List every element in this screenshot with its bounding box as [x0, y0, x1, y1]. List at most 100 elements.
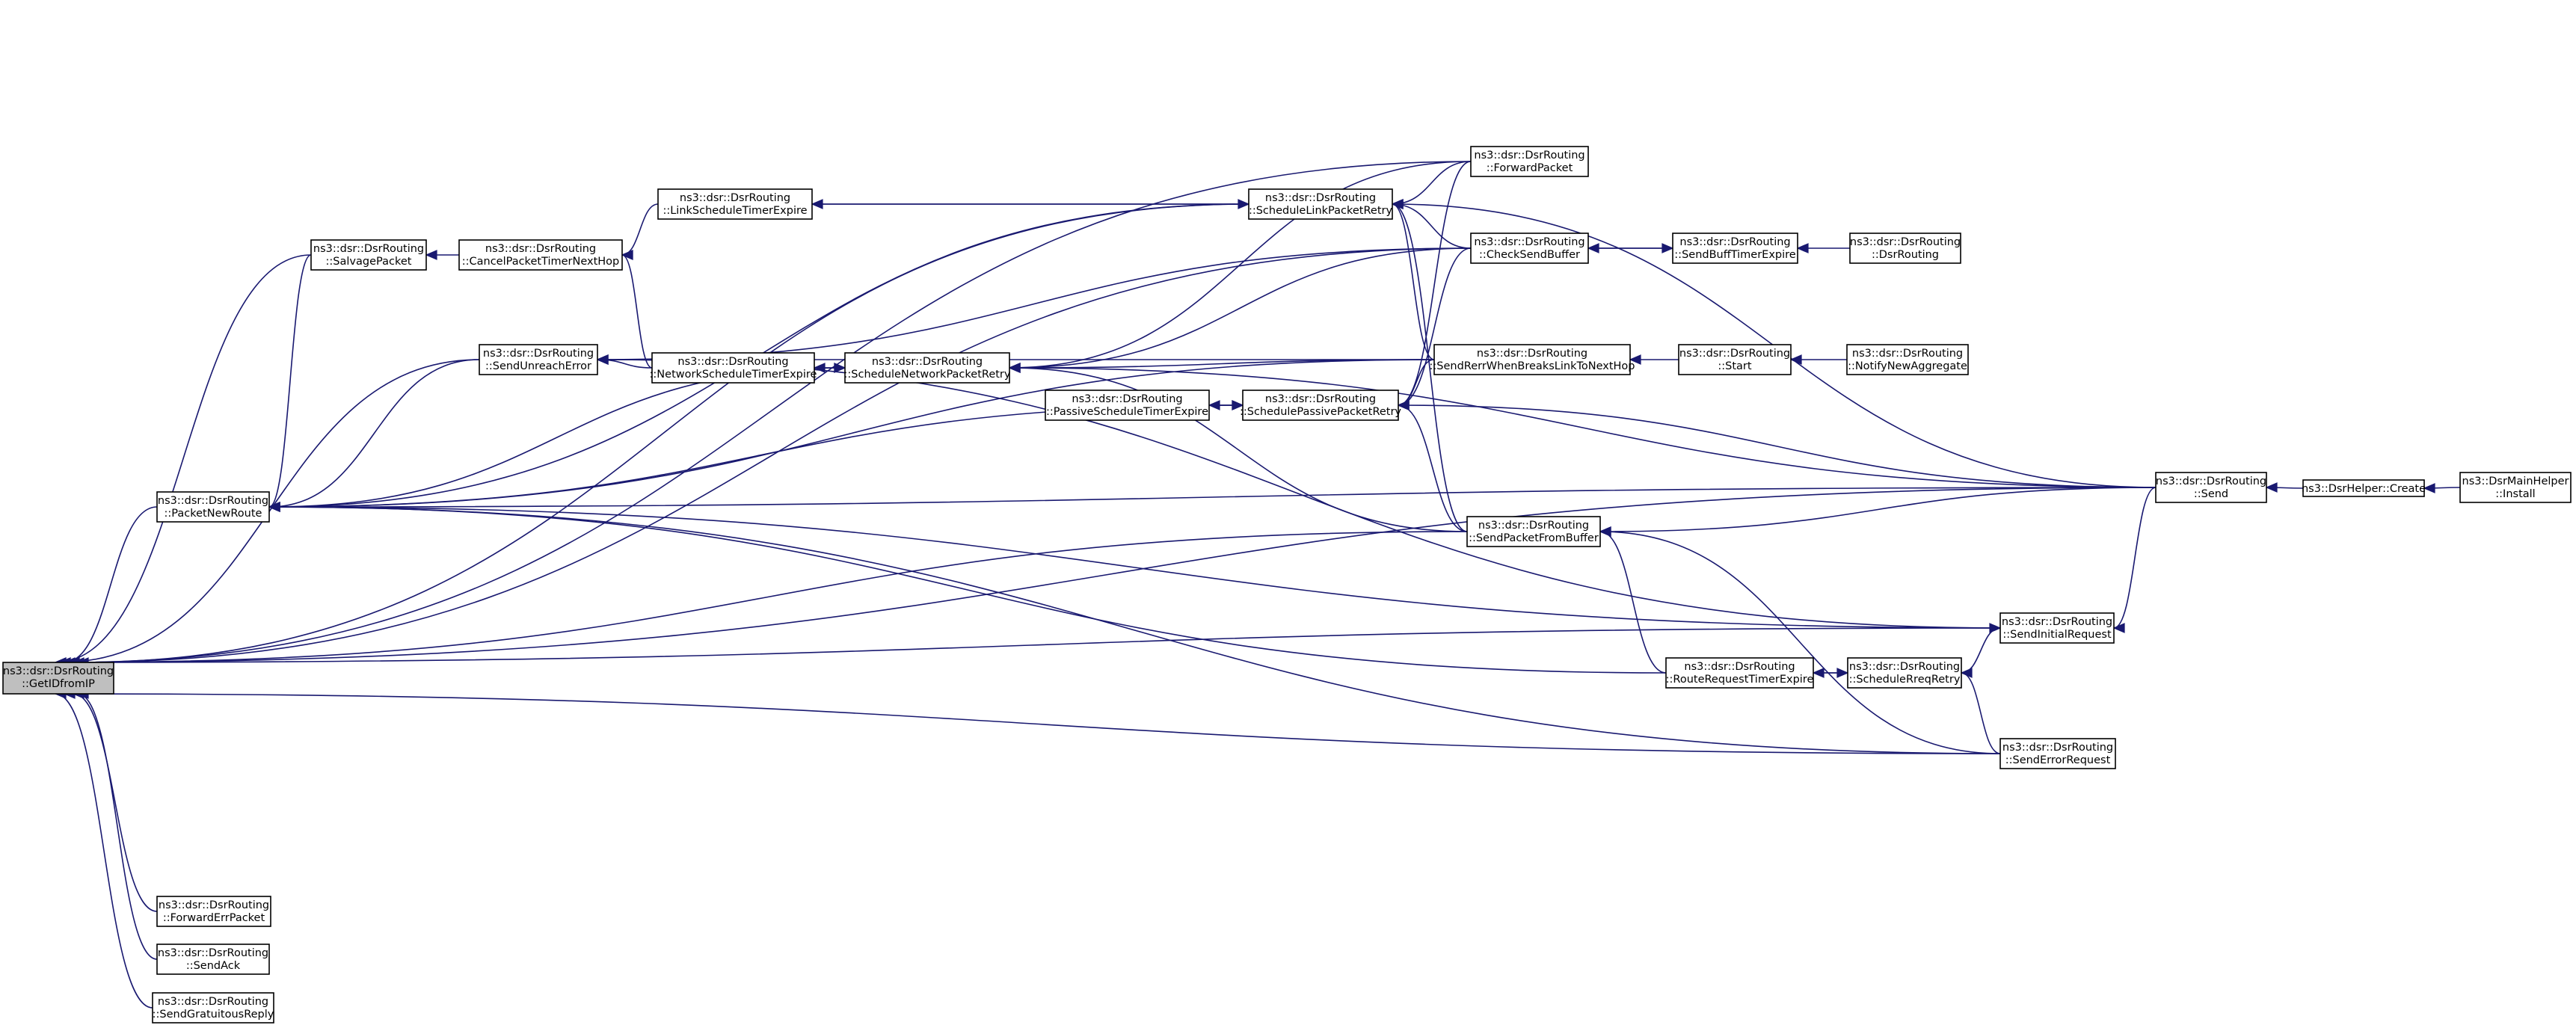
- edge-send-rerr-when-breaks-link-to-next-hop-to-packet-new-route: [268, 359, 1435, 508]
- node-send-buff-timer-expire[interactable]: ns3::dsr::DsrRouting::SendBuffTimerExpir…: [1672, 233, 1798, 264]
- edge-send-packet-from-buffer-to-schedule-passive-packet-retry: [1398, 404, 1468, 532]
- arrowhead: [1397, 400, 1410, 410]
- node-send-gratuitous-reply[interactable]: ns3::dsr::DsrRouting::SendGratuitousRepl…: [152, 992, 274, 1024]
- node-label-2: ::SendInitialRequest: [2002, 629, 2112, 641]
- edge-send-to-packet-new-route: [268, 487, 2157, 508]
- node-label-2: ::SchedulePassivePacketRetry: [1240, 406, 1401, 418]
- node-box: [1672, 233, 1798, 264]
- edge-send-initial-request-to-packet-new-route: [268, 506, 2001, 629]
- node-route-request-timer-expire[interactable]: ns3::dsr::DsrRouting::RouteRequestTimerE…: [1665, 657, 1814, 689]
- node-notify-new-aggregate[interactable]: ns3::dsr::DsrRouting::NotifyNewAggregate: [1846, 344, 1969, 375]
- node-send-initial-request[interactable]: ns3::dsr::DsrRouting::SendInitialRequest: [1999, 612, 2115, 644]
- node-label-2: ::SalvagePacket: [326, 256, 412, 268]
- node-label-2: ::SendBuffTimerExpire: [1674, 249, 1795, 261]
- node-packet-new-route[interactable]: ns3::dsr::DsrRouting::PacketNewRoute: [156, 491, 270, 523]
- node-box: [2459, 472, 2572, 503]
- node-send[interactable]: ns3::dsr::DsrRouting::Send: [2155, 472, 2267, 503]
- node-passive-schedule-timer-expire[interactable]: ns3::dsr::DsrRouting::PassiveScheduleTim…: [1045, 390, 1210, 421]
- node-schedule-link-packet-retry[interactable]: ns3::dsr::DsrRouting::ScheduleLinkPacket…: [1248, 188, 1393, 220]
- node-box: [1470, 233, 1589, 264]
- edge-send-error-request-to-packet-new-route: [268, 506, 2001, 754]
- node-label-2: ::Install: [2495, 488, 2535, 500]
- node-forward-packet[interactable]: ns3::dsr::DsrRouting::ForwardPacket: [1470, 146, 1589, 177]
- edge-send-gratuitous-reply-to-get-i-dfrom-ip: [55, 693, 153, 1009]
- node-schedule-network-packet-retry[interactable]: ns3::dsr::DsrRouting::ScheduleNetworkPac…: [844, 352, 1011, 384]
- edge-send-packet-from-buffer-to-schedule-link-packet-retry: [1392, 203, 1468, 532]
- node-send-packet-from-buffer[interactable]: ns3::dsr::DsrRouting::SendPacketFromBuff…: [1466, 516, 1601, 547]
- node-label-2: ::Start: [1718, 360, 1752, 372]
- node-check-send-buffer[interactable]: ns3::dsr::DsrRouting::CheckSendBuffer: [1470, 233, 1589, 264]
- node-dsr-routing-ctor[interactable]: ns3::dsr::DsrRouting::DsrRouting: [1849, 233, 1961, 264]
- node-box: [310, 239, 427, 271]
- node-box: [1847, 657, 1962, 689]
- node-box: [2, 662, 114, 695]
- node-label-1: ns3::dsr::DsrRouting: [1265, 393, 1376, 405]
- node-send-ack[interactable]: ns3::dsr::DsrRouting::SendAck: [156, 944, 270, 975]
- arrowhead: [1629, 354, 1641, 365]
- arrowhead: [1391, 199, 1404, 209]
- node-start[interactable]: ns3::dsr::DsrRouting::Start: [1678, 344, 1792, 375]
- node-box: [657, 188, 813, 220]
- arrowhead: [425, 250, 437, 260]
- edge-route-request-timer-expire-to-send-packet-from-buffer: [1599, 531, 1667, 674]
- node-box: [1849, 233, 1961, 264]
- node-schedule-rreq-retry[interactable]: ns3::dsr::DsrRouting::ScheduleRreqRetry: [1847, 657, 1962, 689]
- node-cancel-packet-timer-next-hop[interactable]: ns3::dsr::DsrRouting::CancelPacketTimerN…: [458, 239, 623, 271]
- node-label-1: ns3::dsr::DsrRouting: [1072, 393, 1182, 405]
- node-send-rerr-when-breaks-link-to-next-hop[interactable]: ns3::dsr::DsrRouting::SendRerrWhenBreaks…: [1429, 344, 1635, 375]
- node-label-1: ns3::dsr::DsrRouting: [3, 665, 114, 677]
- arrowhead: [1662, 243, 1674, 253]
- arrowhead: [1796, 243, 1809, 253]
- node-box: [1665, 657, 1814, 689]
- node-label-1: ns3::dsr::DsrRouting: [483, 348, 594, 360]
- arrowhead: [1232, 400, 1244, 410]
- node-label-2: ::NetworkScheduleTimerExpire: [650, 369, 817, 381]
- node-forward-err-packet[interactable]: ns3::dsr::DsrRouting::ForwardErrPacket: [156, 896, 271, 927]
- node-send-error-request[interactable]: ns3::dsr::DsrRouting::SendErrorRequest: [1999, 738, 2116, 769]
- node-label-2: ::GetIDfromIP: [22, 678, 95, 690]
- arrowhead: [1008, 363, 1021, 373]
- arrowhead: [1960, 668, 1973, 678]
- node-network-schedule-timer-expire[interactable]: ns3::dsr::DsrRouting::NetworkScheduleTim…: [650, 352, 817, 384]
- node-label-1: ns3::dsr::DsrRouting: [1474, 150, 1584, 161]
- node-label-1: ns3::dsr::DsrRouting: [159, 899, 269, 911]
- node-send-unreach-error[interactable]: ns3::dsr::DsrRouting::SendUnreachError: [479, 344, 598, 375]
- edge-schedule-link-packet-retry-to-get-i-dfrom-ip: [77, 203, 1249, 663]
- edge-salvage-packet-to-get-i-dfrom-ip: [55, 254, 312, 663]
- edge-check-send-buffer-to-schedule-passive-packet-retry: [1398, 247, 1472, 406]
- edge-forward-packet-to-schedule-network-packet-retry: [1009, 161, 1472, 369]
- edge-send-ack-to-get-i-dfrom-ip: [77, 693, 158, 960]
- node-label-1: ns3::dsr::DsrRouting: [1474, 236, 1584, 248]
- edge-network-schedule-timer-expire-to-cancel-packet-timer-next-hop: [621, 254, 653, 369]
- edge-send-packet-from-buffer-to-get-i-dfrom-ip: [68, 531, 1468, 663]
- arrowhead: [2112, 623, 2125, 633]
- node-label-1: ns3::dsr::DsrRouting: [485, 243, 596, 255]
- node-label-1: ns3::dsr::DsrRouting: [1265, 192, 1376, 204]
- node-box: [1248, 188, 1393, 220]
- node-box: [458, 239, 623, 271]
- node-label-2: ::SendGratuitousReply: [153, 1009, 274, 1021]
- edge-send-to-schedule-network-packet-retry: [1009, 367, 2157, 488]
- node-get-i-dfrom-ip[interactable]: ns3::dsr::DsrRouting::GetIDfromIP: [2, 662, 114, 695]
- node-schedule-passive-packet-retry[interactable]: ns3::dsr::DsrRouting::SchedulePassivePac…: [1240, 390, 1401, 421]
- node-label-1: ns3::dsr::DsrRouting: [1849, 661, 1960, 673]
- edge-check-send-buffer-to-schedule-network-packet-retry: [1009, 247, 1472, 369]
- node-label-2: ::LinkScheduleTimerExpire: [663, 205, 807, 217]
- node-dsr-helper-create[interactable]: ns3::DsrHelper::Create: [2302, 479, 2426, 497]
- node-label-1: ns3::dsr::DsrRouting: [158, 947, 268, 959]
- node-label-2: ::SendPacketFromBuffer: [1469, 532, 1599, 544]
- edge-check-send-buffer-to-get-i-dfrom-ip: [73, 247, 1472, 663]
- edge-send-unreach-error-to-packet-new-route: [268, 359, 480, 508]
- node-dsr-main-helper-install[interactable]: ns3::DsrMainHelper::Install: [2459, 472, 2572, 503]
- node-label-2: ::DsrRouting: [1872, 249, 1939, 261]
- node-box: [651, 352, 815, 384]
- arrowhead: [621, 250, 633, 260]
- edge-forward-packet-to-schedule-link-packet-retry: [1392, 161, 1472, 205]
- edge-send-to-send-initial-request: [2113, 487, 2157, 629]
- node-salvage-packet[interactable]: ns3::dsr::DsrRouting::SalvagePacket: [310, 239, 427, 271]
- node-label-1: ns3::DsrHelper::Create: [2302, 483, 2426, 495]
- node-link-schedule-timer-expire[interactable]: ns3::dsr::DsrRouting::LinkScheduleTimerE…: [657, 188, 813, 220]
- node-label-2: ::RouteRequestTimerExpire: [1666, 674, 1814, 686]
- node-label-2: ::NotifyNewAggregate: [1848, 360, 1967, 372]
- edge-send-to-send-packet-from-buffer: [1599, 487, 2157, 532]
